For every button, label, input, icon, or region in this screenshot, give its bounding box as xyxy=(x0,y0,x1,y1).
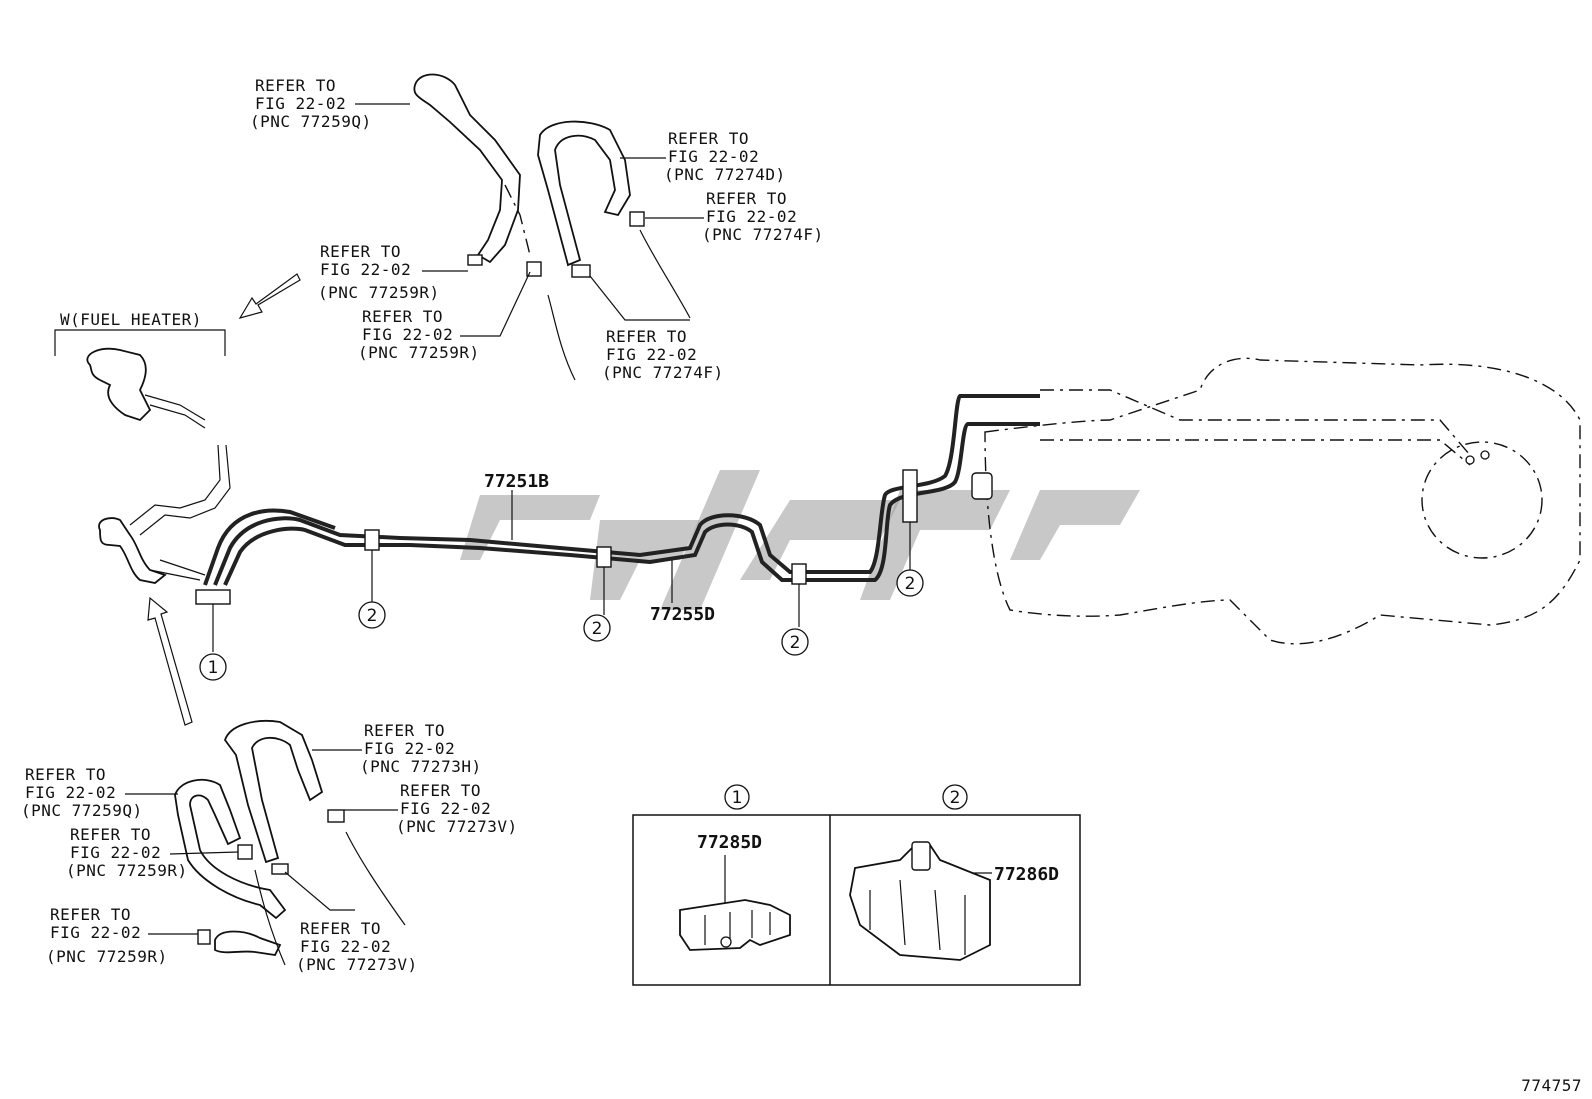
fuel-tank-outline xyxy=(984,357,1581,645)
hose-clamp xyxy=(526,261,542,277)
refer-label-line: FIG 22-02 xyxy=(70,843,161,862)
refer-label-line: (PNC 77259R) xyxy=(66,861,188,880)
refer-label-line: REFER TO xyxy=(50,905,131,924)
callout-circles: 1 2 2 2 2 xyxy=(199,569,924,681)
refer-label-line: FIG 22-02 xyxy=(25,783,116,802)
refer-mid-right: REFER TO FIG 22-02 (PNC 77274F) xyxy=(589,275,724,382)
tank-clip xyxy=(971,472,993,500)
hose-clamp xyxy=(197,929,211,945)
refer-bot-center: REFER TO FIG 22-02 (PNC 77273V) xyxy=(284,871,418,974)
refer-top-right1: REFER TO FIG 22-02 (PNC 77274D) xyxy=(620,129,786,184)
refer-top-left: REFER TO FIG 22-02 (PNC 77259Q) xyxy=(250,76,410,131)
refer-label-line: REFER TO xyxy=(706,189,787,208)
refer-label-line: REFER TO xyxy=(668,129,749,148)
hose-clamp xyxy=(467,254,483,266)
refer-label-line: (PNC 77273H) xyxy=(360,757,482,776)
hose-clamp xyxy=(327,809,345,823)
refer-label-line: REFER TO xyxy=(362,307,443,326)
clip-2d xyxy=(902,469,918,523)
part-77285d-label: 77285D xyxy=(697,832,762,853)
refer-label-line: REFER TO xyxy=(25,765,106,784)
direction-arrows xyxy=(147,273,301,726)
refer-label-line: REFER TO xyxy=(364,721,445,740)
clip-2a xyxy=(364,529,380,551)
refer-bot-right2: REFER TO FIG 22-02 (PNC 77273V) xyxy=(344,781,518,836)
refer-label-line: (PNC 77274D) xyxy=(664,165,786,184)
refer-label-line: FIG 22-02 xyxy=(668,147,759,166)
refer-label-line: (PNC 77259R) xyxy=(318,283,440,302)
refer-label-line: REFER TO xyxy=(400,781,481,800)
refer-mid-center: REFER TO FIG 22-02 (PNC 77259R) xyxy=(358,271,531,362)
hose-clamp xyxy=(271,863,289,875)
refer-bot-left1: REFER TO FIG 22-02 (PNC 77259Q) xyxy=(21,765,178,820)
hose-clamp xyxy=(629,211,645,227)
part-77255d-label: 77255D xyxy=(650,604,715,625)
refer-mid-left: REFER TO FIG 22-02 (PNC 77259R) xyxy=(318,242,468,302)
clip-2b xyxy=(596,546,612,568)
clamp-detail-boxes: 1 2 77285D 77286D xyxy=(632,784,1081,986)
part-77286d-label: 77286D xyxy=(994,864,1059,885)
clamp-1-drawing xyxy=(679,899,791,951)
refer-label-line: FIG 22-02 xyxy=(320,260,411,279)
refer-label-line: REFER TO xyxy=(300,919,381,938)
refer-label-line: FIG 22-02 xyxy=(606,345,697,364)
refer-label-line: REFER TO xyxy=(320,242,401,261)
callout-2-text: 2 xyxy=(592,619,603,639)
refer-label-line: (PNC 77259R) xyxy=(46,947,168,966)
refer-label-line: (PNC 77259Q) xyxy=(250,112,372,131)
fuel-heater-label: W(FUEL HEATER) xyxy=(60,310,202,329)
hose-clamp xyxy=(237,844,253,860)
refer-label-line: FIG 22-02 xyxy=(364,739,455,758)
refer-label-line: (PNC 77259Q) xyxy=(21,801,143,820)
refer-label-line: REFER TO xyxy=(606,327,687,346)
refer-label-line: FIG 22-02 xyxy=(50,923,141,942)
part-77251b-label: 77251B xyxy=(484,471,549,492)
refer-label-line: FIG 22-02 xyxy=(300,937,391,956)
refer-top-right2: REFER TO FIG 22-02 (PNC 77274F) xyxy=(645,189,824,244)
clip-2c xyxy=(791,563,807,585)
clamp-2-drawing xyxy=(849,841,991,961)
callout-2-text: 2 xyxy=(367,606,378,626)
refer-label-line: (PNC 77273V) xyxy=(396,817,518,836)
main-fuel-pipes xyxy=(203,394,1040,586)
refer-label-line: (PNC 77274F) xyxy=(702,225,824,244)
detail-2-callout: 2 xyxy=(950,788,961,808)
refer-bot-right1: REFER TO FIG 22-02 (PNC 77273H) xyxy=(312,721,482,776)
refer-label-line: (PNC 77273V) xyxy=(296,955,418,974)
callout-1-text: 1 xyxy=(208,658,219,678)
pipe-clips xyxy=(195,469,993,605)
refer-label-line: REFER TO xyxy=(255,76,336,95)
top-hoses xyxy=(413,73,691,381)
clip-1 xyxy=(195,589,231,605)
bottom-hoses xyxy=(174,720,406,966)
watermark-logo xyxy=(460,470,1140,610)
refer-label-line: FIG 22-02 xyxy=(400,799,491,818)
refer-label-line: (PNC 77274F) xyxy=(602,363,724,382)
engine-side-hoses xyxy=(86,347,231,584)
refer-label-line: (PNC 77259R) xyxy=(358,343,480,362)
refer-label-line: FIG 22-02 xyxy=(362,325,453,344)
fuel-heater-bracket: W(FUEL HEATER) xyxy=(54,310,226,356)
refer-label-line: FIG 22-02 xyxy=(255,94,346,113)
detail-1-callout: 1 xyxy=(732,788,743,808)
refer-bot-left3: REFER TO FIG 22-02 (PNC 77259R) xyxy=(46,905,198,966)
callout-leaders xyxy=(212,490,911,652)
figure-number: 774757 xyxy=(1521,1076,1582,1095)
callout-2-text: 2 xyxy=(790,633,801,653)
refer-label-line: REFER TO xyxy=(70,825,151,844)
callout-2-text: 2 xyxy=(905,574,916,594)
refer-bot-left2: REFER TO FIG 22-02 (PNC 77259R) xyxy=(66,825,239,880)
refer-label-line: FIG 22-02 xyxy=(706,207,797,226)
hose-clamp xyxy=(571,264,591,278)
